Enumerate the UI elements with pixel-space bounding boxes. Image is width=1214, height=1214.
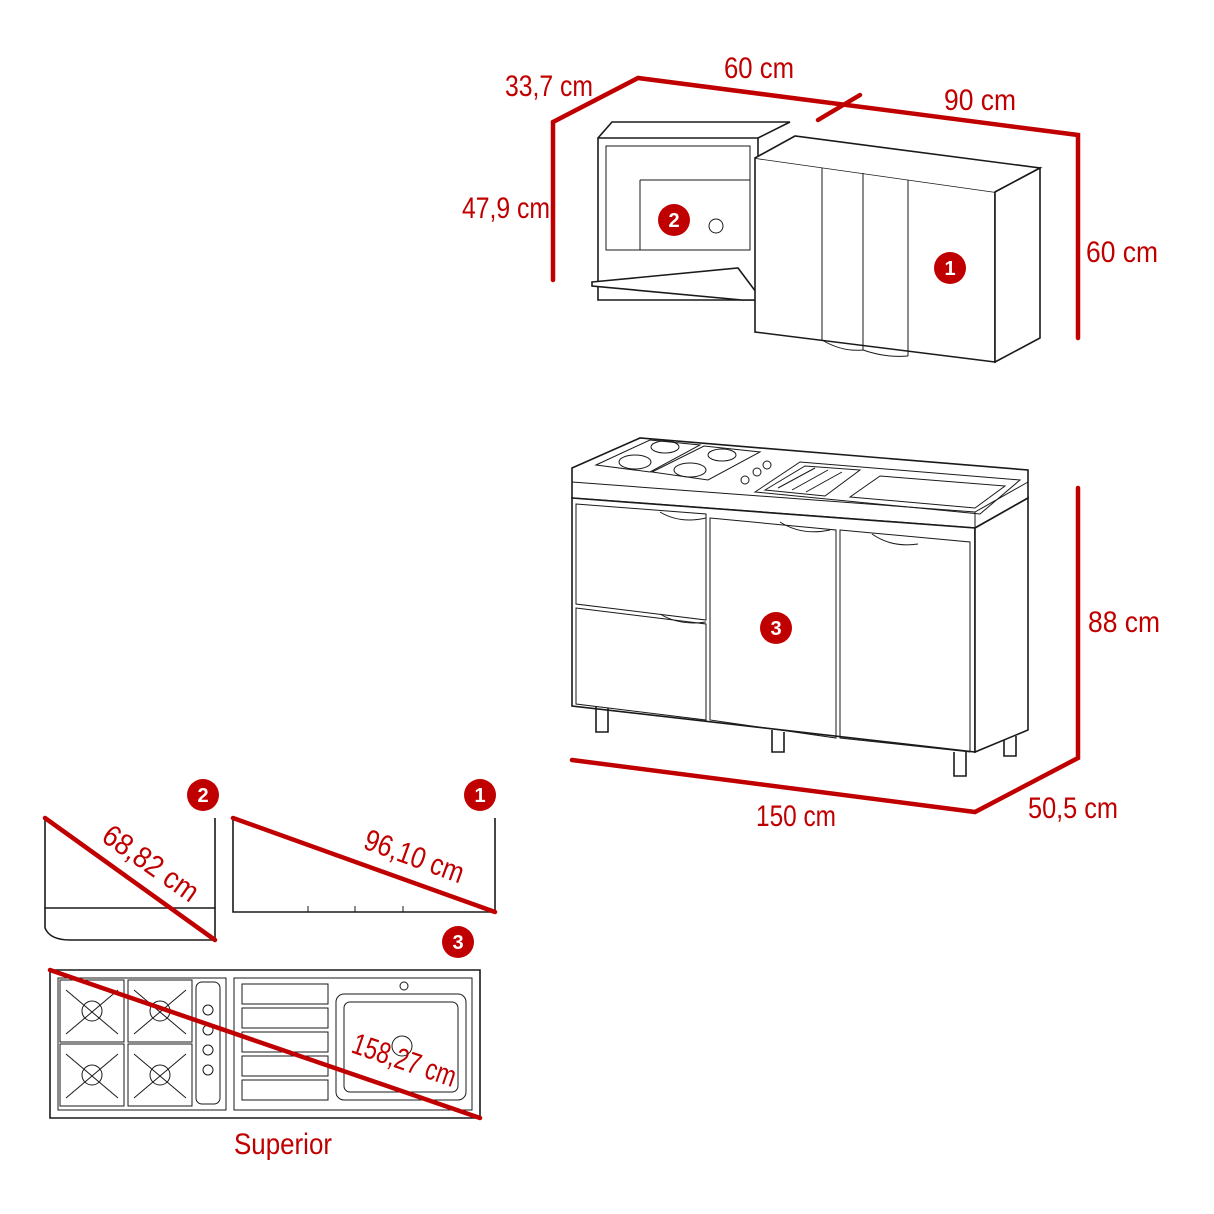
badge-top-view-2: 2 xyxy=(187,779,219,811)
module-3-diagonal-label: 158,27 cm xyxy=(348,1027,461,1093)
svg-text:2: 2 xyxy=(197,785,208,807)
module-badges: 2 1 3 2 1 3 xyxy=(187,204,966,958)
upper-dimension-lines xyxy=(550,75,1081,341)
badge-lower-cabinet: 3 xyxy=(760,612,792,644)
lower-width-label: 150 cm xyxy=(756,800,836,833)
top-view-module-2 xyxy=(42,815,218,943)
upper-width-left-label: 60 cm xyxy=(724,52,794,85)
badge-top-view-3: 3 xyxy=(442,926,474,958)
upper-width-right-label: 90 cm xyxy=(944,84,1016,117)
lower-dimension-lines xyxy=(569,485,1081,815)
lower-height-label: 88 cm xyxy=(1088,606,1160,639)
module-1-diagonal-label: 96,10 cm xyxy=(360,824,469,891)
svg-text:1: 1 xyxy=(474,785,485,807)
top-view-caption: Superior xyxy=(234,1128,332,1161)
badge-upper-doors: 1 xyxy=(934,252,966,284)
top-view-module-1 xyxy=(230,815,498,915)
stove-burners xyxy=(594,439,772,485)
upper-depth-label: 33,7 cm xyxy=(505,70,593,103)
svg-text:3: 3 xyxy=(770,618,781,640)
upper-cabinet-drawing xyxy=(591,121,1043,364)
top-view-module-3 xyxy=(47,967,483,1121)
upper-inner-height-label: 47,9 cm xyxy=(462,192,550,225)
svg-text:2: 2 xyxy=(668,210,679,232)
upper-height-label: 60 cm xyxy=(1086,236,1158,269)
svg-text:3: 3 xyxy=(452,932,463,954)
lower-depth-label: 50,5 cm xyxy=(1028,792,1118,825)
sink xyxy=(753,461,1022,515)
svg-text:1: 1 xyxy=(944,258,955,280)
badge-upper-open-shelf: 2 xyxy=(658,204,690,236)
badge-top-view-1: 1 xyxy=(464,779,496,811)
lower-cabinet-drawing xyxy=(571,437,1029,777)
